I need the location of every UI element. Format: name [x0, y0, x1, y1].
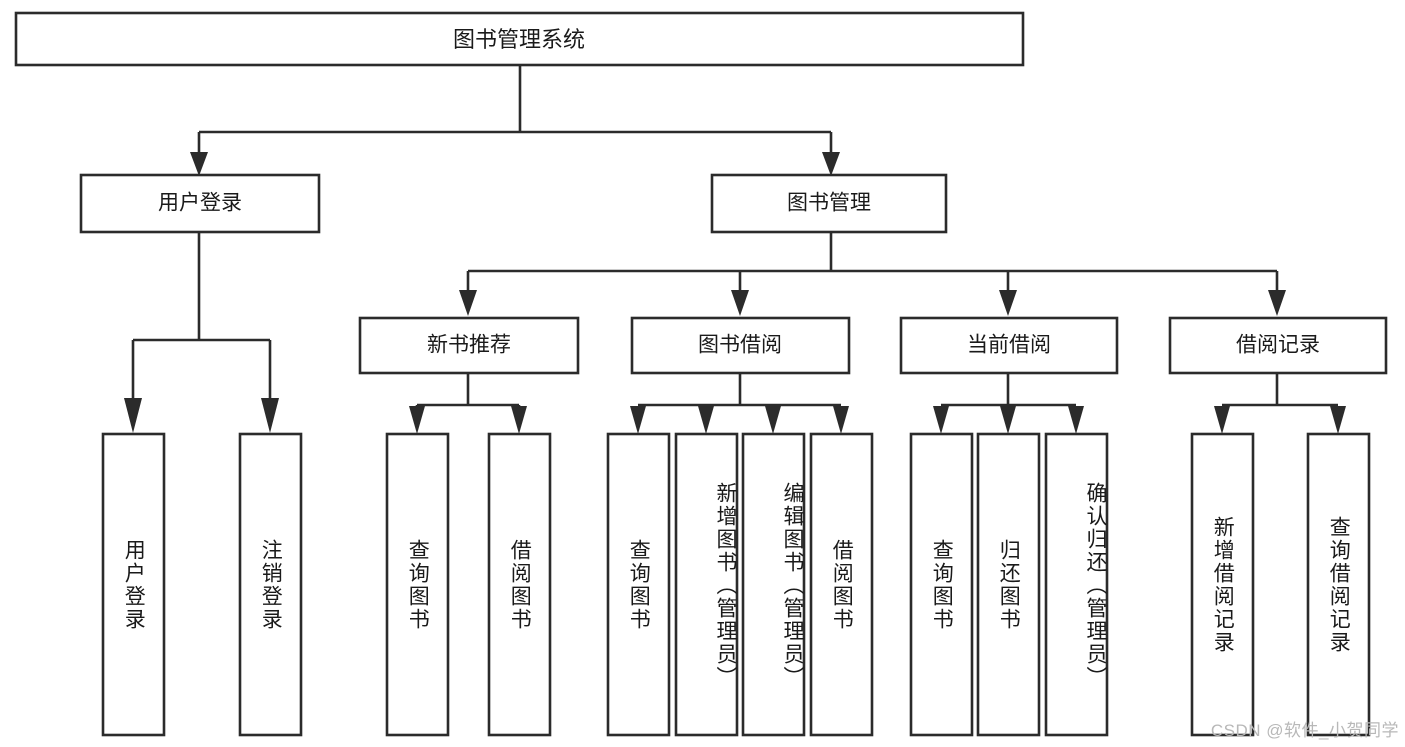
- node-root[interactable]: 图书管理系统: [14, 11, 1025, 67]
- node-current-borrow-label: 当前借阅: [967, 334, 1051, 357]
- leaf-box-bb-add-book[interactable]: [674, 432, 739, 737]
- node-borrow-records-label: 借阅记录: [1236, 334, 1320, 357]
- node-borrow-records[interactable]: 借阅记录: [1168, 316, 1388, 375]
- node-book-borrow-box[interactable]: [630, 316, 851, 375]
- leaf-box-cb-return-book[interactable]: [976, 432, 1041, 737]
- arrowhead-user-login: [190, 152, 208, 176]
- leaf-box-bb-query-book[interactable]: [606, 432, 671, 737]
- arrowhead-currentborrow-confirm: [1068, 406, 1084, 434]
- arrowhead-newbook-query: [409, 406, 425, 434]
- node-borrow-records-box[interactable]: [1168, 316, 1388, 375]
- arrowhead-newbook-borrow: [511, 406, 527, 434]
- arrowhead-book-mgmt: [822, 152, 840, 176]
- node-user-login-box[interactable]: [79, 173, 321, 234]
- leaf-box-bb-borrow-book[interactable]: [809, 432, 874, 737]
- node-book-management[interactable]: 图书管理: [710, 173, 948, 234]
- node-current-borrow-box[interactable]: [899, 316, 1119, 375]
- arrowhead-currentborrow-query: [933, 406, 949, 434]
- arrowhead-bookborrow-lend: [833, 406, 849, 434]
- connectors-group: [124, 65, 1346, 434]
- node-book-borrow-label: 图书借阅: [698, 334, 782, 357]
- arrowhead-bookborrow-edit: [765, 406, 781, 434]
- node-root-box[interactable]: [14, 11, 1025, 67]
- node-current-borrow[interactable]: 当前借阅: [899, 316, 1119, 375]
- arrowhead-currentborrow-return: [1000, 406, 1016, 434]
- node-new-book-recommend[interactable]: 新书推荐: [358, 316, 580, 375]
- leaf-box-cb-query-book[interactable]: [909, 432, 974, 737]
- watermark-text: CSDN @软件_小贺同学: [1210, 721, 1399, 740]
- leaf-box-br-query-record[interactable]: [1306, 432, 1371, 737]
- arrowhead-bookborrow-query: [630, 406, 646, 434]
- leaf-box-bb-edit-book[interactable]: [741, 432, 806, 737]
- node-book-management-box[interactable]: [710, 173, 948, 234]
- arrowhead-leaf-logout: [261, 398, 279, 433]
- arrowhead-leaf-user-login: [124, 398, 142, 433]
- node-root-label: 图书管理系统: [453, 27, 585, 52]
- leaf-box-cb-confirm-return[interactable]: [1044, 432, 1109, 737]
- arrowhead-borrowrec-query: [1330, 406, 1346, 434]
- arrowhead-new-book: [459, 290, 477, 316]
- leaf-box-user-login[interactable]: [101, 432, 166, 737]
- node-user-login[interactable]: 用户登录: [79, 173, 321, 234]
- leaf-box-nb-query-book[interactable]: [385, 432, 450, 737]
- leaf-box-logout[interactable]: [238, 432, 303, 737]
- arrowhead-book-borrow: [731, 290, 749, 316]
- node-user-login-label: 用户登录: [158, 192, 242, 215]
- arrowhead-borrow-records: [1268, 290, 1286, 316]
- arrowhead-borrowrec-add: [1214, 406, 1230, 434]
- leaf-box-nb-borrow-book[interactable]: [487, 432, 552, 737]
- arrowhead-current-borrow: [999, 290, 1017, 316]
- node-book-borrow[interactable]: 图书借阅: [630, 316, 851, 375]
- node-new-book-recommend-box[interactable]: [358, 316, 580, 375]
- node-book-management-label: 图书管理: [787, 192, 871, 215]
- leaf-box-br-add-record[interactable]: [1190, 432, 1255, 737]
- node-new-book-recommend-label: 新书推荐: [427, 334, 511, 357]
- arrowhead-bookborrow-add: [698, 406, 714, 434]
